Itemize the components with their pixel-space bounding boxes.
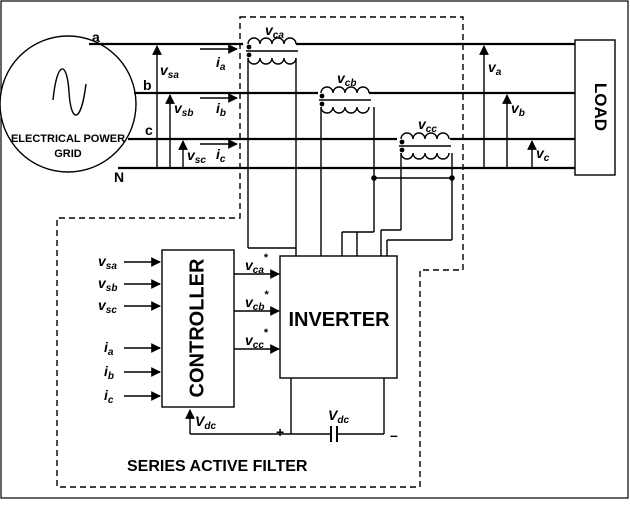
load-voltage-arrows xyxy=(479,45,537,168)
filter-boundary xyxy=(56,16,464,488)
va-label: va xyxy=(488,59,502,78)
transformer-phase-a xyxy=(246,37,298,248)
input-ib-label: ib xyxy=(104,363,114,382)
input-vsa-label: vsa xyxy=(98,253,117,272)
sine-wave-icon xyxy=(52,68,87,116)
phase-a-label: a xyxy=(92,29,100,45)
load-block: LOAD xyxy=(574,39,616,176)
ib-label: ib xyxy=(216,100,226,119)
vsc-label: vsc xyxy=(187,147,206,166)
vb-label: vb xyxy=(511,100,525,119)
dc-minus-label: – xyxy=(390,427,398,443)
dc-link xyxy=(185,378,385,442)
phase-c-label: c xyxy=(145,122,153,138)
vc-label: vc xyxy=(536,145,550,164)
phase-lines xyxy=(89,42,575,170)
input-vsc-label: vsc xyxy=(98,297,117,316)
inverter-label: INVERTER xyxy=(288,309,390,331)
output-vcc-ref-label: vcc* xyxy=(245,327,269,351)
vsa-label: vsa xyxy=(160,62,179,81)
controller-outputs xyxy=(234,269,280,354)
neutral-label: N xyxy=(114,169,124,185)
load-label: LOAD xyxy=(591,83,610,131)
source-voltage-arrows xyxy=(152,45,188,168)
controller-label: CONTROLLER xyxy=(186,258,208,397)
source-label-line1: ELECTRICAL POWER xyxy=(11,133,125,145)
controller-inputs xyxy=(124,257,161,401)
inverter-wiring xyxy=(248,178,453,256)
vcc-label: vcc xyxy=(418,116,437,135)
capacitor-vdc-label: Vdc xyxy=(328,407,349,426)
output-vcb-ref-label: vcb* xyxy=(245,289,269,313)
vcb-label: vcb xyxy=(337,70,356,89)
transformer-phase-b xyxy=(319,86,375,256)
phase-b-label: b xyxy=(143,77,152,93)
inverter-block: INVERTER xyxy=(279,255,398,379)
input-ia-label: ia xyxy=(104,339,114,358)
series-active-filter-label: SERIES ACTIVE FILTER xyxy=(127,458,308,475)
transformer-phase-c xyxy=(399,132,453,230)
source-label-line2: GRID xyxy=(54,148,82,160)
ic-label: ic xyxy=(216,146,226,165)
line-current-arrows xyxy=(200,44,238,149)
input-vsb-label: vsb xyxy=(98,275,117,294)
vca-label: vca xyxy=(265,22,284,41)
transformer-star-connection xyxy=(371,175,455,181)
controller-block: CONTROLLER xyxy=(161,249,235,408)
dc-plus-label: + xyxy=(276,424,284,440)
input-ic-label: ic xyxy=(104,387,114,406)
power-grid-source: ELECTRICAL POWER GRID xyxy=(0,35,137,173)
vsb-label: vsb xyxy=(174,100,193,119)
ia-label: ia xyxy=(216,54,226,73)
source-circle xyxy=(0,35,137,173)
feedback-vdc-label: Vdc xyxy=(195,413,216,432)
output-vca-ref-label: vca* xyxy=(245,252,269,276)
